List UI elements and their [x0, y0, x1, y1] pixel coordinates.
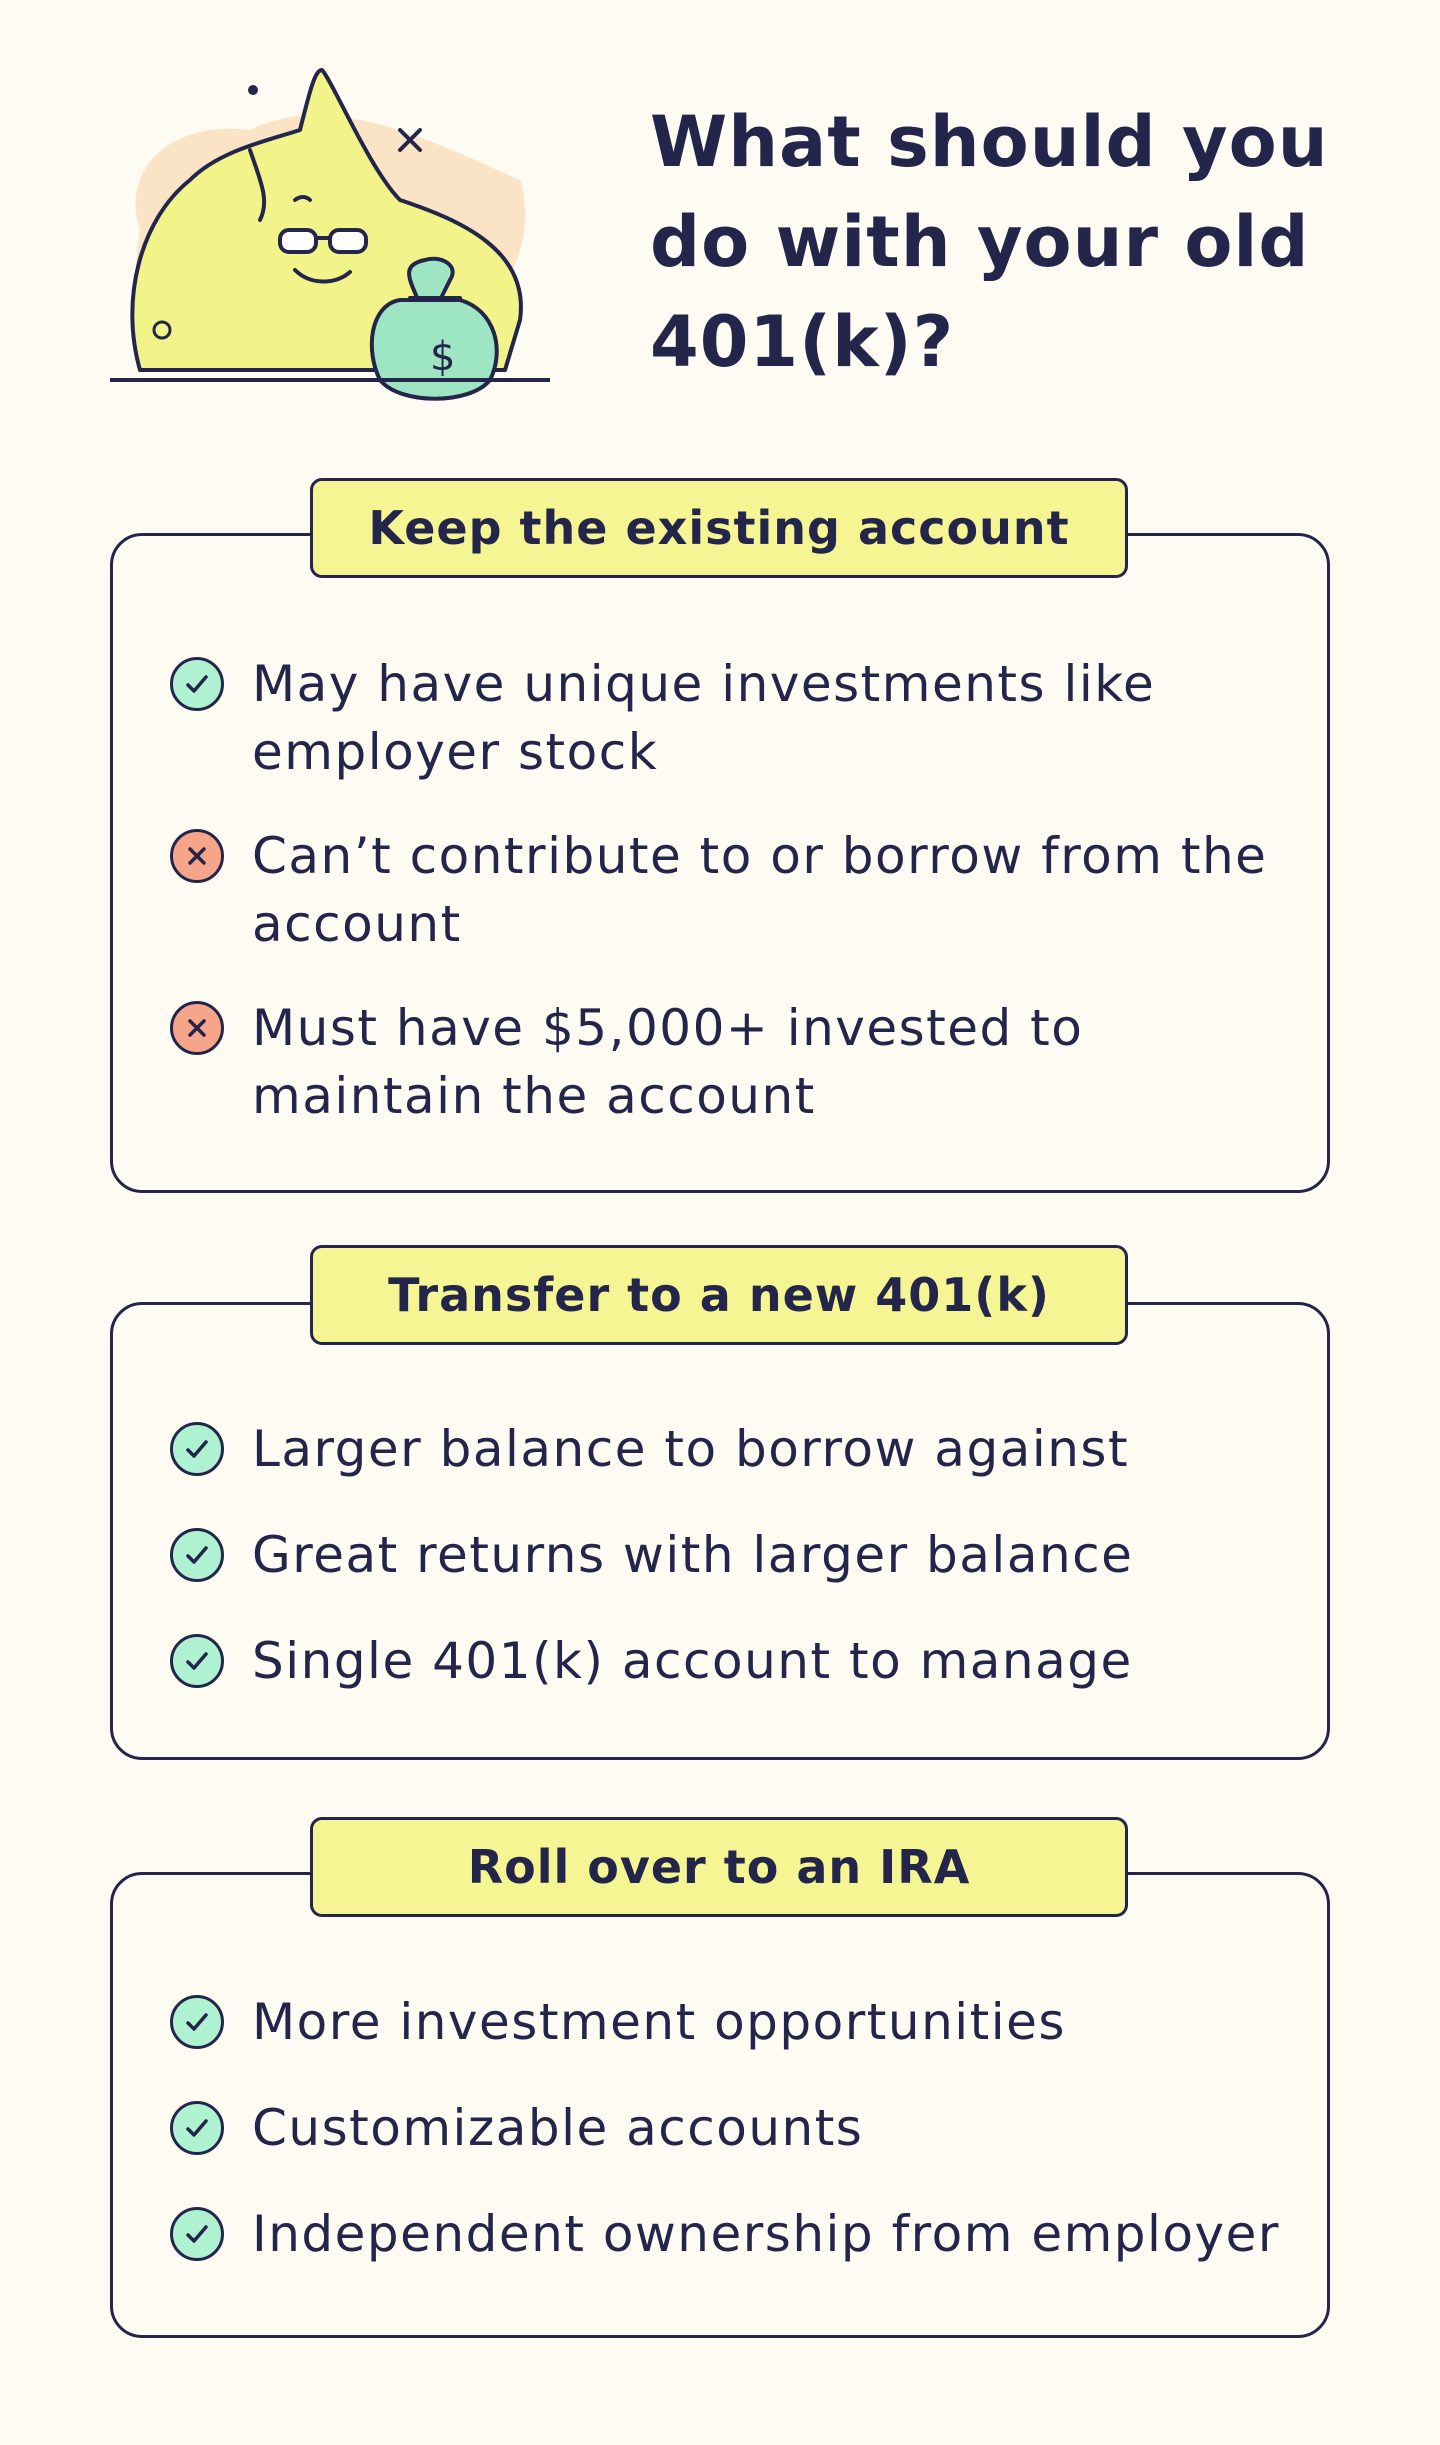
- cross-icon: [170, 829, 224, 883]
- check-icon: [170, 1422, 224, 1476]
- card-transfer-new-401k: [110, 1302, 1330, 1760]
- item-text: Larger balance to borrow against: [252, 1420, 1130, 1478]
- card-heading-transfer-new-401k: Transfer to a new 401(k): [310, 1245, 1128, 1345]
- cross-icon: [170, 1001, 224, 1055]
- card-heading-roll-over-ira: Roll over to an IRA: [310, 1817, 1128, 1917]
- list-item: Customizable accounts: [170, 2094, 1310, 2162]
- page-title: What should you do with your old 401(k)?: [650, 101, 1329, 383]
- mascot-with-money-bag-illustration: $: [110, 68, 550, 401]
- check-icon: [170, 1528, 224, 1582]
- check-icon: [170, 2101, 224, 2155]
- check-icon: [170, 1634, 224, 1688]
- list-item: Must have $5,000+ invested to maintain t…: [170, 994, 1310, 1130]
- check-icon: [170, 1995, 224, 2049]
- card-items-transfer-new-401k: Larger balance to borrow against Great r…: [170, 1415, 1310, 1695]
- header: $ What should you do with your old 401(k…: [0, 0, 1440, 420]
- card-heading-keep-existing-account: Keep the existing account: [310, 478, 1128, 578]
- item-text: More investment opportunities: [252, 1993, 1066, 2051]
- list-item: May have unique investments like employe…: [170, 650, 1310, 786]
- list-item: Single 401(k) account to manage: [170, 1627, 1310, 1695]
- svg-text:$: $: [430, 334, 455, 380]
- card-items-keep-existing-account: May have unique investments like employe…: [170, 650, 1310, 1130]
- list-item: Great returns with larger balance: [170, 1521, 1310, 1589]
- check-icon: [170, 657, 224, 711]
- list-item: Larger balance to borrow against: [170, 1415, 1310, 1483]
- list-item: Can’t contribute to or borrow from the a…: [170, 822, 1310, 958]
- item-text: Independent ownership from employer: [252, 2205, 1280, 2263]
- card-roll-over-ira: [110, 1872, 1330, 2338]
- card-items-roll-over-ira: More investment opportunities Customizab…: [170, 1988, 1310, 2268]
- list-item: Independent ownership from employer: [170, 2200, 1310, 2268]
- item-text: May have unique investments like employe…: [252, 655, 1156, 781]
- item-text: Great returns with larger balance: [252, 1526, 1134, 1584]
- item-text: Customizable accounts: [252, 2099, 864, 2157]
- list-item: More investment opportunities: [170, 1988, 1310, 2056]
- item-text: Must have $5,000+ invested to maintain t…: [252, 999, 1084, 1125]
- item-text: Single 401(k) account to manage: [252, 1632, 1133, 1690]
- check-icon: [170, 2207, 224, 2261]
- item-text: Can’t contribute to or borrow from the a…: [252, 827, 1268, 953]
- card-keep-existing-account: [110, 533, 1330, 1193]
